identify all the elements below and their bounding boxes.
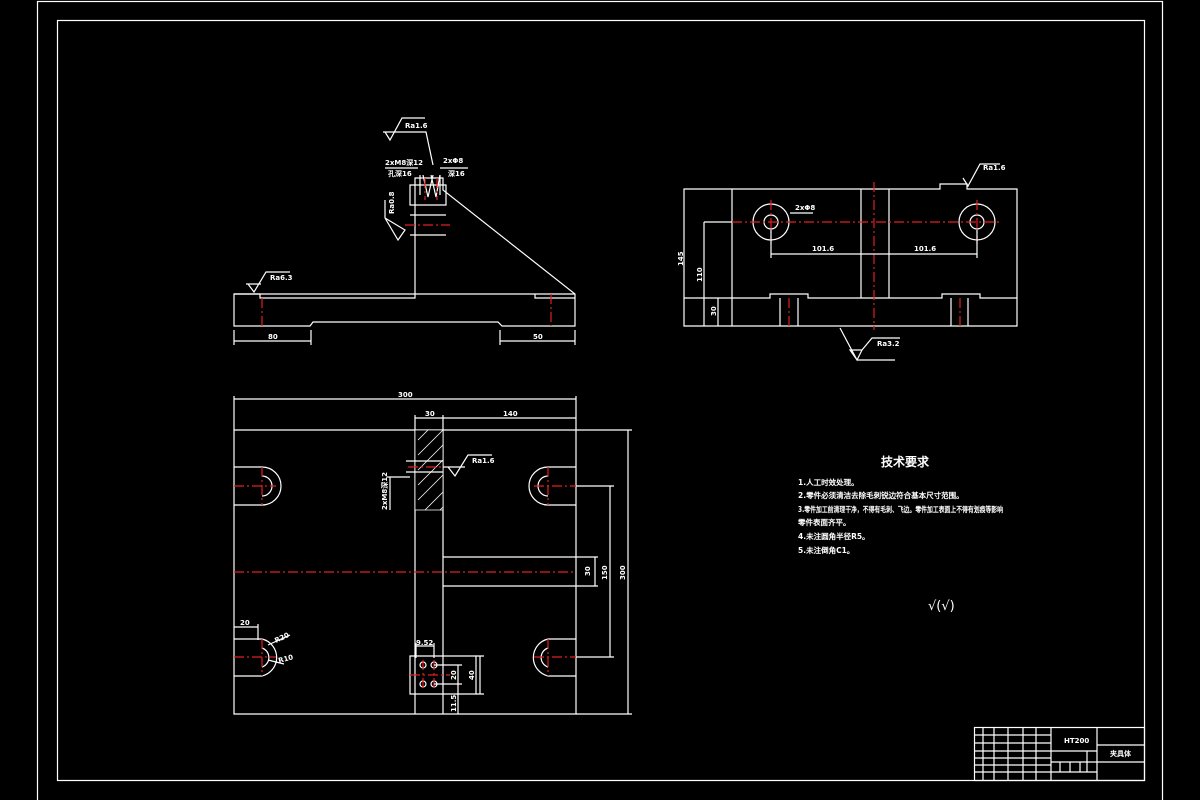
- roughness-symbol: √(√): [928, 599, 955, 614]
- tech-item-1: 1.人工时效处理。: [798, 477, 859, 487]
- dim-pin-20: 20: [450, 670, 458, 680]
- dim-hole-depth: 2xM8深12: [380, 472, 389, 510]
- dim-140: 140: [503, 410, 518, 418]
- dim-r20: R20: [273, 631, 290, 645]
- dim-30: 30: [710, 306, 718, 316]
- dim-101.6-left: 101.6: [812, 245, 834, 253]
- side-roughness-bottom: Ra3.2: [877, 340, 900, 348]
- roughness-ra6.3: Ra6.3: [270, 274, 293, 282]
- material-label: HT200: [1064, 737, 1089, 745]
- dim-110: 110: [696, 267, 704, 282]
- dim-pin-40: 40: [468, 670, 476, 680]
- front-view: 80 50 Ra6.3 Ra1.6 Ra0.8 2xM8深12 孔深16 2xΦ…: [233, 117, 576, 345]
- tech-item-2: 2.零件必须清洁去除毛刺锐边符合基本尺寸范围。: [798, 490, 964, 500]
- dim-20-rib: 30: [584, 566, 592, 576]
- dim-300-height: 300: [619, 565, 627, 580]
- dim-r10: R10: [277, 653, 294, 665]
- tech-requirements: 技术要求 1.人工时效处理。 2.零件必须清洁去除毛刺锐边符合基本尺寸范围。 3…: [797, 454, 1003, 614]
- top-roughness: Ra1.6: [472, 457, 495, 465]
- tech-item-3-cont: 零件表面齐平。: [797, 517, 851, 527]
- roughness-ra0.8: Ra0.8: [388, 191, 396, 214]
- tech-requirements-title: 技术要求: [881, 454, 930, 469]
- outer-frame: [36, 0, 1164, 800]
- tech-item-3: 3.零件加工前清理干净，不得有毛刺、飞边。零件加工表面上不得有划痕等影响: [798, 504, 1003, 514]
- side-view: 2xΦ8 101.6 101.6 145 110 30 Ra1.6 Ra3.2: [677, 163, 1018, 362]
- hole-note: 2xM8深12: [385, 158, 423, 167]
- dim-145: 145: [677, 251, 685, 266]
- inner-frame: [56, 19, 1146, 782]
- dim-300-width: 300: [398, 391, 413, 399]
- hole-note-2: 2xΦ8: [443, 157, 463, 165]
- hole-note-2-depth: 深16: [448, 169, 465, 178]
- dim-30-post: 30: [425, 410, 435, 418]
- tech-item-5: 5.未注倒角C1。: [798, 545, 854, 555]
- dim-50: 50: [533, 333, 543, 341]
- dim-hole-spacing: 9.52: [416, 639, 433, 647]
- roughness-ra1.6: Ra1.6: [405, 122, 428, 130]
- dim-101.6-right: 101.6: [914, 245, 936, 253]
- dim-80: 80: [268, 333, 278, 341]
- part-name: 夹具体: [1110, 749, 1132, 758]
- tech-item-4: 4.未注圆角半径R5。: [798, 531, 870, 541]
- dim-150: 150: [601, 565, 609, 580]
- dim-pin-11.5: 11.5: [450, 695, 458, 712]
- top-view: 300 30 140 30 150 300 20 R20 R10 9.52 20…: [233, 391, 632, 715]
- hole-note-depth: 孔深16: [388, 169, 412, 178]
- side-hole-note: 2xΦ8: [795, 204, 815, 212]
- side-roughness-top: Ra1.6: [983, 164, 1006, 172]
- title-block: HT200 夹具体: [973, 726, 1146, 782]
- dim-slot: 20: [240, 619, 250, 627]
